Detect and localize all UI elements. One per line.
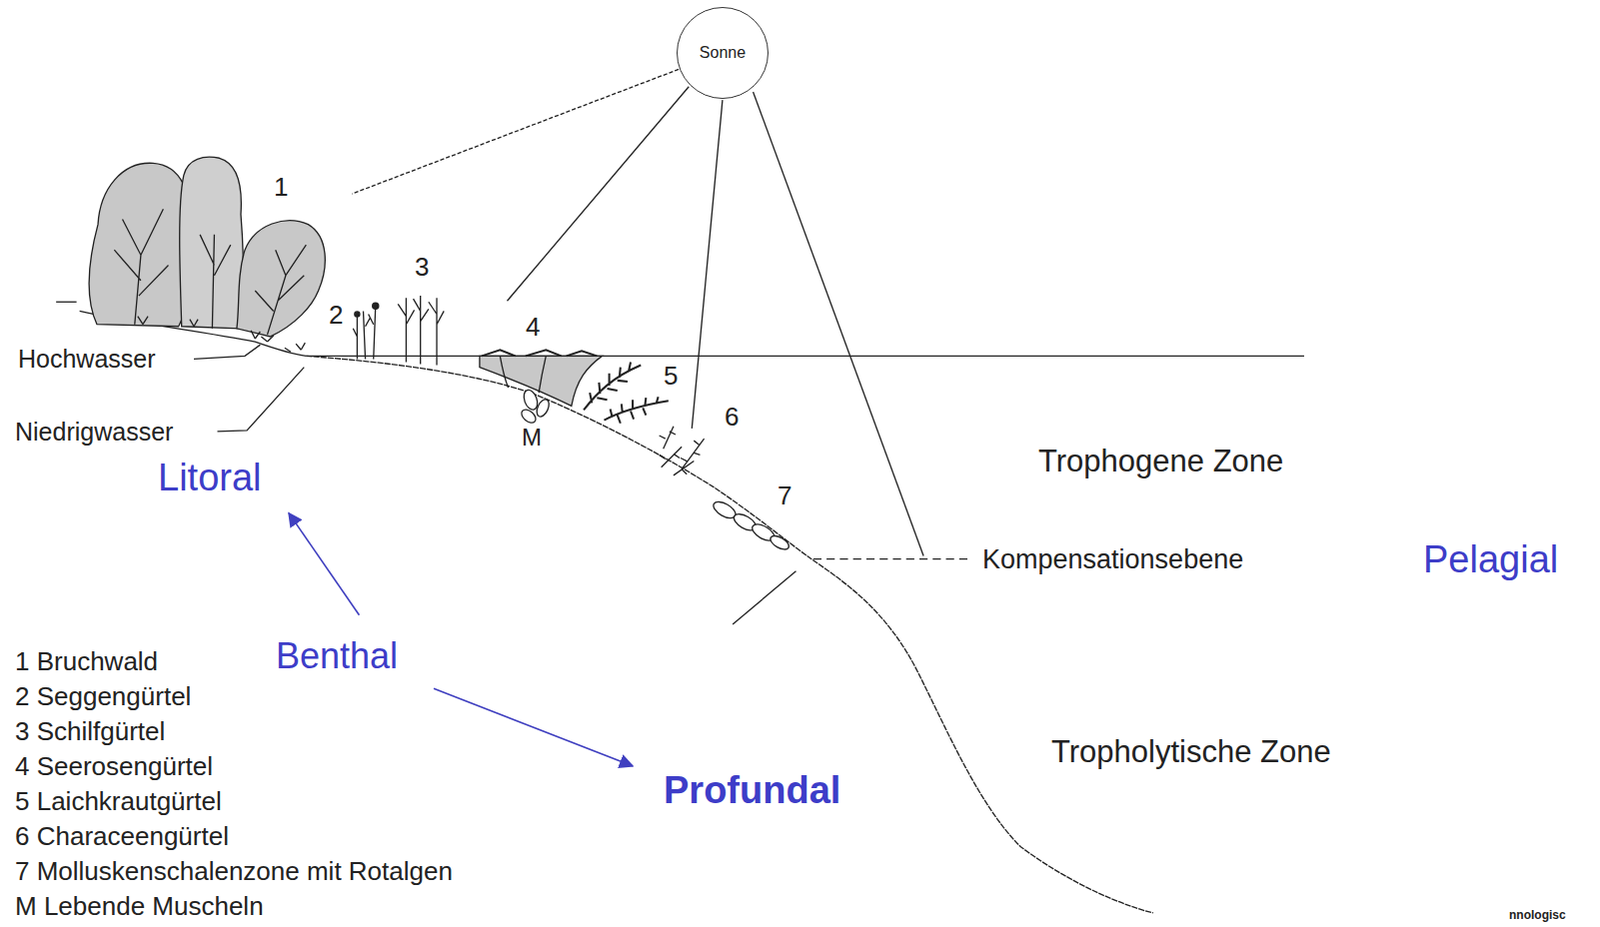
callout-number: 6 (724, 403, 739, 430)
water-level-label: Niedrigwasser (14, 419, 173, 445)
watermark: nnologisc (1509, 909, 1567, 922)
callout-number: 2 (328, 301, 343, 328)
zone-label: Benthal (275, 638, 398, 675)
zone-label: Tropholytische Zone (1051, 736, 1332, 768)
sun-circle: Sonne (676, 6, 769, 99)
callout-number: 4 (525, 313, 540, 340)
legend-line: 4 Seerosengürtel (14, 753, 213, 780)
legend-line: M Lebende Muscheln (14, 893, 264, 920)
legend-line: 7 Molluskenschalenzone mit Rotalgen (14, 858, 453, 885)
legend-line: 1 Bruchwald (14, 648, 158, 675)
zone-label: Litoral (157, 458, 262, 497)
zone-label: Kompensationsebene (982, 546, 1244, 574)
legend-line: 5 Laichkrautgürtel (14, 788, 222, 815)
callout-number: 3 (414, 253, 429, 280)
callout-number: M (521, 425, 542, 450)
legend-line: 6 Characeengürtel (14, 823, 229, 850)
zone-label: Profundal (663, 771, 841, 810)
zone-label: Pelagial (1423, 540, 1559, 579)
zone-label: Trophogene Zone (1038, 445, 1284, 477)
callout-number: 5 (663, 362, 678, 389)
callout-number: 1 (273, 173, 288, 200)
water-level-label: Hochwasser (17, 346, 156, 372)
legend-line: 3 Schilfgürtel (14, 718, 165, 745)
legend-line: 2 Seggengürtel (14, 683, 191, 710)
node-text: Sonne (699, 43, 746, 62)
callout-number: 7 (777, 482, 792, 509)
